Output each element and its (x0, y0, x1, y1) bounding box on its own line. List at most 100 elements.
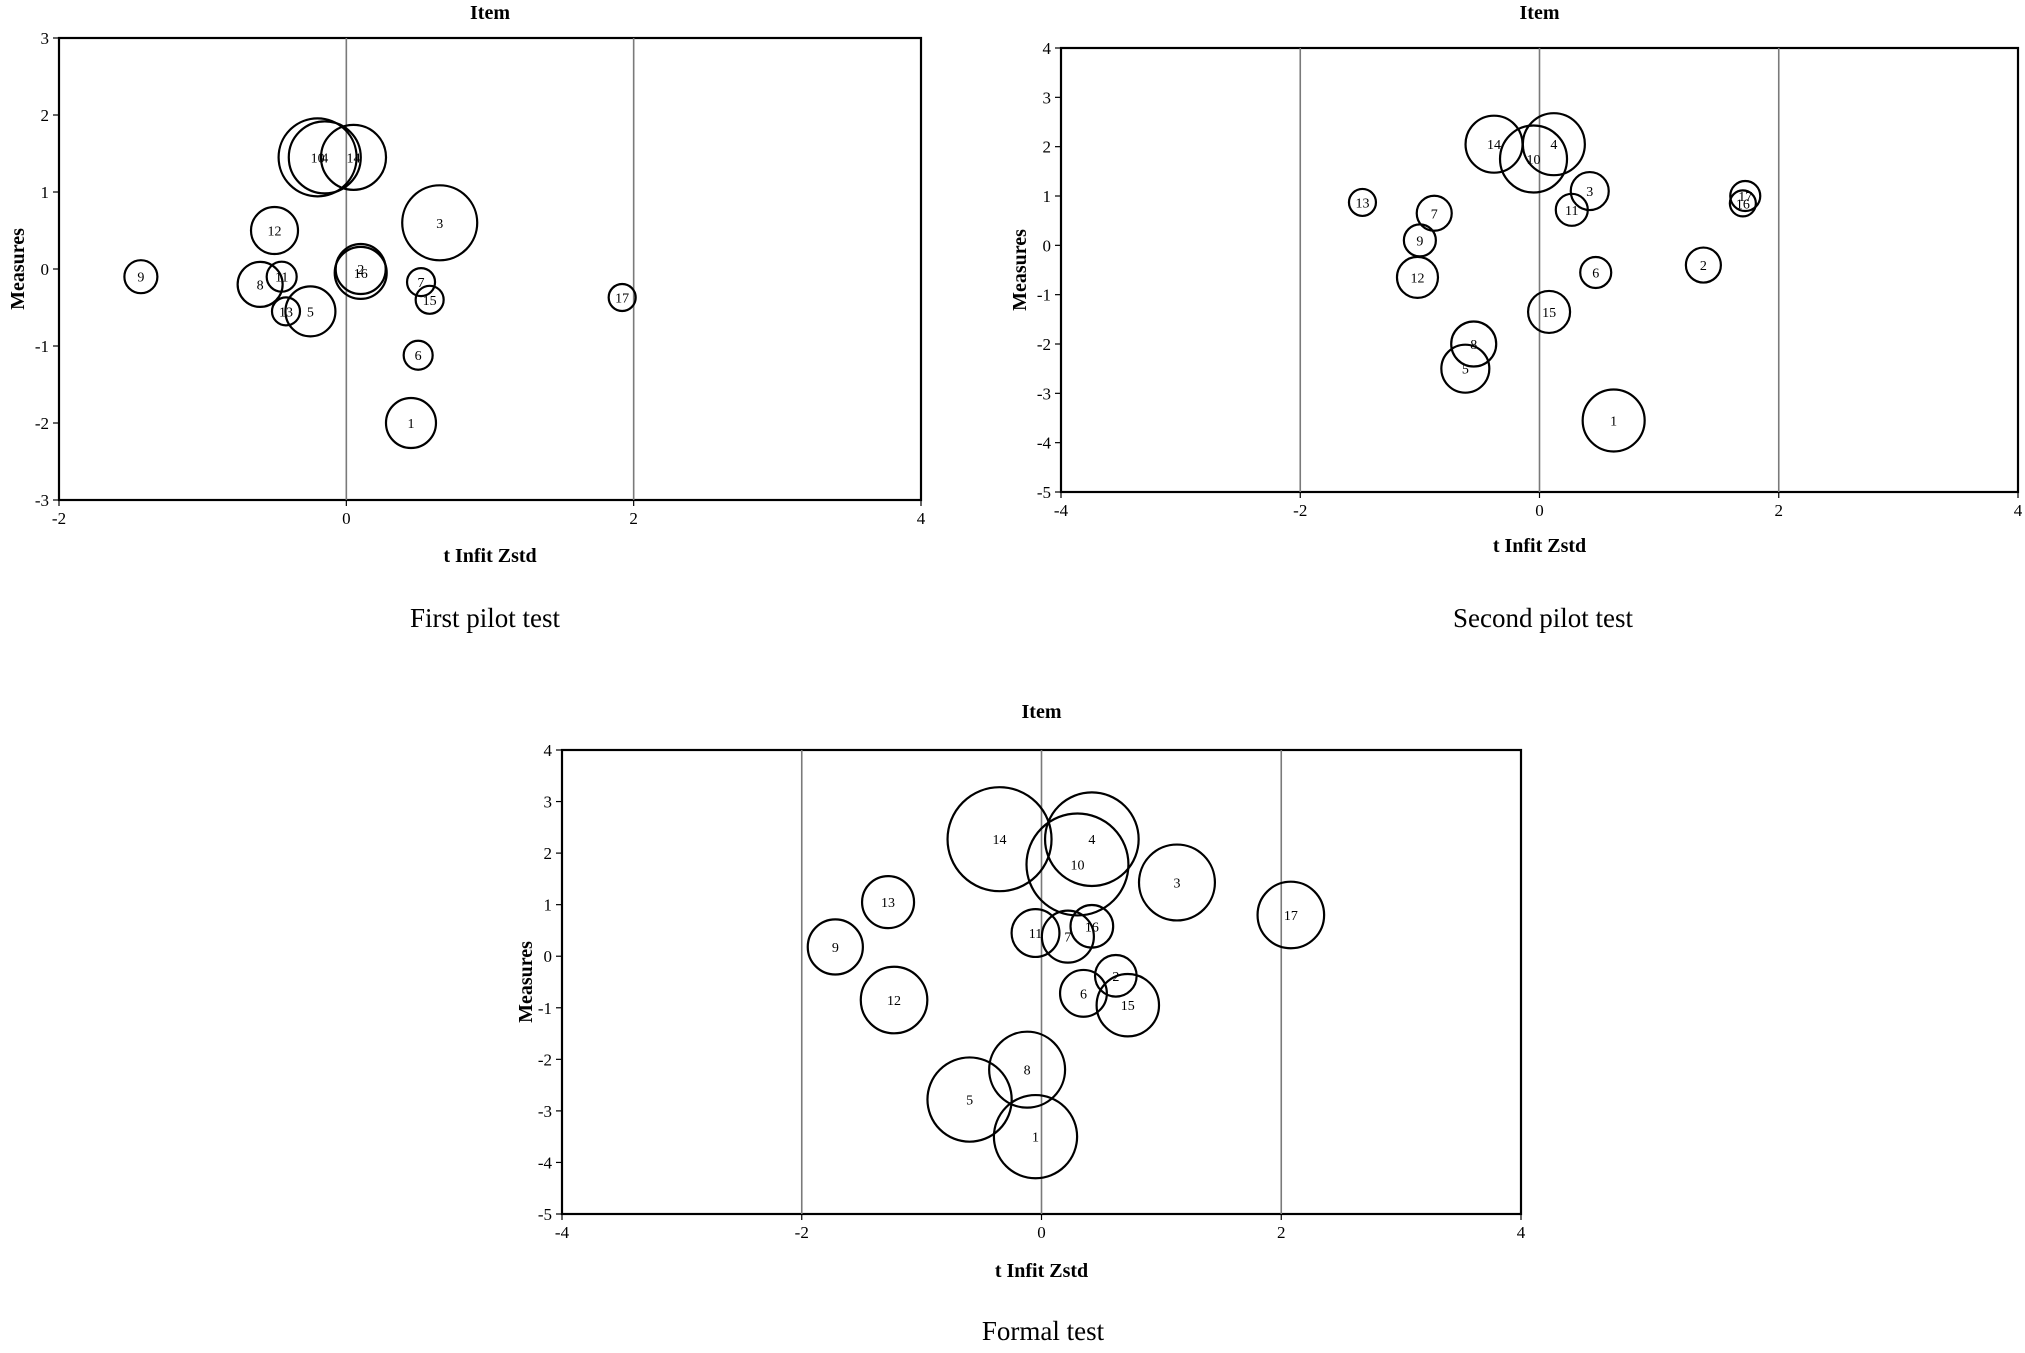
x-tick-label: 4 (917, 509, 926, 528)
y-tick-label: 1 (1043, 187, 1052, 206)
y-tick-label: 4 (544, 741, 553, 760)
bubble-label: 10 (1527, 153, 1541, 168)
y-tick-label: 2 (544, 844, 553, 863)
bubble-item-7 (1415, 194, 1453, 232)
x-tick-label: 4 (2014, 501, 2023, 520)
bubble-item-14 (946, 786, 1053, 893)
x-tick-label: 2 (1775, 501, 1784, 520)
bubble-label: 2 (1112, 970, 1119, 985)
x-tick-label: -4 (555, 1223, 570, 1242)
x-axis-label: t Infit Zstd (995, 1260, 1088, 1282)
bubble-label: 4 (1550, 138, 1557, 153)
bubble-item-8 (1450, 320, 1498, 368)
bubble-label: 8 (1024, 1064, 1031, 1079)
bubble-label: 5 (966, 1094, 973, 1109)
bubble-label: 6 (1592, 266, 1599, 281)
bubble-label: 1 (1610, 414, 1617, 429)
x-tick-label: -4 (1054, 501, 1069, 520)
y-tick-label: 0 (41, 260, 50, 279)
bubble-item-13 (860, 874, 916, 930)
bubble-item-17 (1729, 179, 1762, 213)
bubble-item-7 (1040, 909, 1095, 964)
bubble-label: 17 (1284, 909, 1298, 924)
bubble-label: 4 (1088, 833, 1095, 848)
panel-caption: Formal test (982, 1316, 1105, 1346)
bubble-item-16 (333, 245, 388, 300)
bubble-label: 10 (1070, 858, 1084, 873)
bubble-label: 7 (1431, 207, 1438, 222)
bubble-item-4 (1043, 791, 1140, 888)
y-tick-label: 4 (1043, 39, 1052, 58)
bubble-item-9 (806, 918, 864, 976)
bubble-label: 15 (1121, 999, 1135, 1014)
bubble-item-8 (988, 1030, 1067, 1109)
bubble-label: 16 (354, 267, 368, 282)
x-tick-label: 0 (1535, 501, 1544, 520)
bubble-item-12 (249, 205, 300, 256)
bubble-label: 14 (993, 833, 1007, 848)
bubble-item-16 (1728, 189, 1757, 218)
y-tick-label: 3 (1043, 88, 1052, 107)
y-tick-label: -3 (538, 1102, 552, 1121)
bubble-label: 8 (257, 278, 264, 293)
y-tick-label: -1 (538, 999, 552, 1018)
bubble-label: 8 (1470, 338, 1477, 353)
y-tick-label: 3 (544, 793, 553, 812)
bubble-item-11 (265, 260, 298, 293)
bubble-label: 9 (1416, 234, 1423, 249)
y-tick-label: 2 (41, 106, 50, 125)
bubble-item-5 (926, 1056, 1013, 1143)
panel-caption: First pilot test (410, 603, 561, 633)
chart-title: Item (1022, 701, 1062, 723)
bubble-label: 5 (307, 305, 314, 320)
bubble-label: 15 (423, 294, 437, 309)
bubble-label: 1 (407, 417, 414, 432)
y-tick-label: -1 (35, 337, 49, 356)
bubble-item-5 (284, 285, 337, 338)
bubble-item-6 (1058, 968, 1108, 1018)
bubble-label: 12 (268, 225, 282, 240)
bubble-item-16 (1069, 903, 1115, 949)
bubble-item-10 (277, 117, 358, 198)
bubble-label: 13 (1355, 196, 1369, 211)
bubble-item-15 (1095, 972, 1161, 1038)
bubble-label: 15 (1542, 306, 1556, 321)
bubble-label: 3 (1173, 876, 1180, 891)
bubble-label: 3 (1586, 185, 1593, 200)
y-tick-label: -4 (538, 1153, 553, 1172)
bubble-item-17 (607, 282, 637, 313)
y-tick-label: 3 (41, 29, 50, 48)
y-tick-label: -2 (538, 1050, 552, 1069)
bubble-label: 9 (832, 941, 839, 956)
bubble-item-9 (123, 259, 159, 295)
bubble-label: 13 (279, 305, 293, 320)
x-tick-label: 2 (1277, 1223, 1286, 1242)
y-tick-label: 0 (1043, 236, 1052, 255)
bubble-label: 2 (357, 263, 364, 278)
bubble-label: 17 (1738, 190, 1752, 205)
bubble-label: 12 (887, 994, 901, 1009)
x-tick-label: 4 (1517, 1223, 1526, 1242)
y-tick-label: -3 (35, 491, 49, 510)
y-tick-label: 2 (1043, 138, 1052, 157)
bubble-label: 4 (321, 151, 328, 166)
y-tick-label: -5 (538, 1205, 552, 1224)
x-tick-label: 0 (342, 509, 351, 528)
bubble-label: 13 (881, 896, 895, 911)
chart-title: Item (1520, 2, 1560, 24)
bubble-item-6 (1579, 255, 1613, 290)
bubble-item-11 (1554, 192, 1589, 227)
bubble-item-6 (402, 339, 434, 371)
bubble-label: 6 (1080, 987, 1087, 1002)
bubble-item-15 (414, 284, 445, 315)
y-tick-label: 1 (544, 896, 553, 915)
bubble-item-10 (1498, 124, 1569, 194)
bubble-item-14 (319, 123, 388, 191)
bubble-item-13 (270, 296, 302, 327)
bubble-item-11 (1010, 908, 1061, 959)
bubble-item-1 (384, 396, 438, 450)
x-tick-label: 2 (629, 509, 638, 528)
